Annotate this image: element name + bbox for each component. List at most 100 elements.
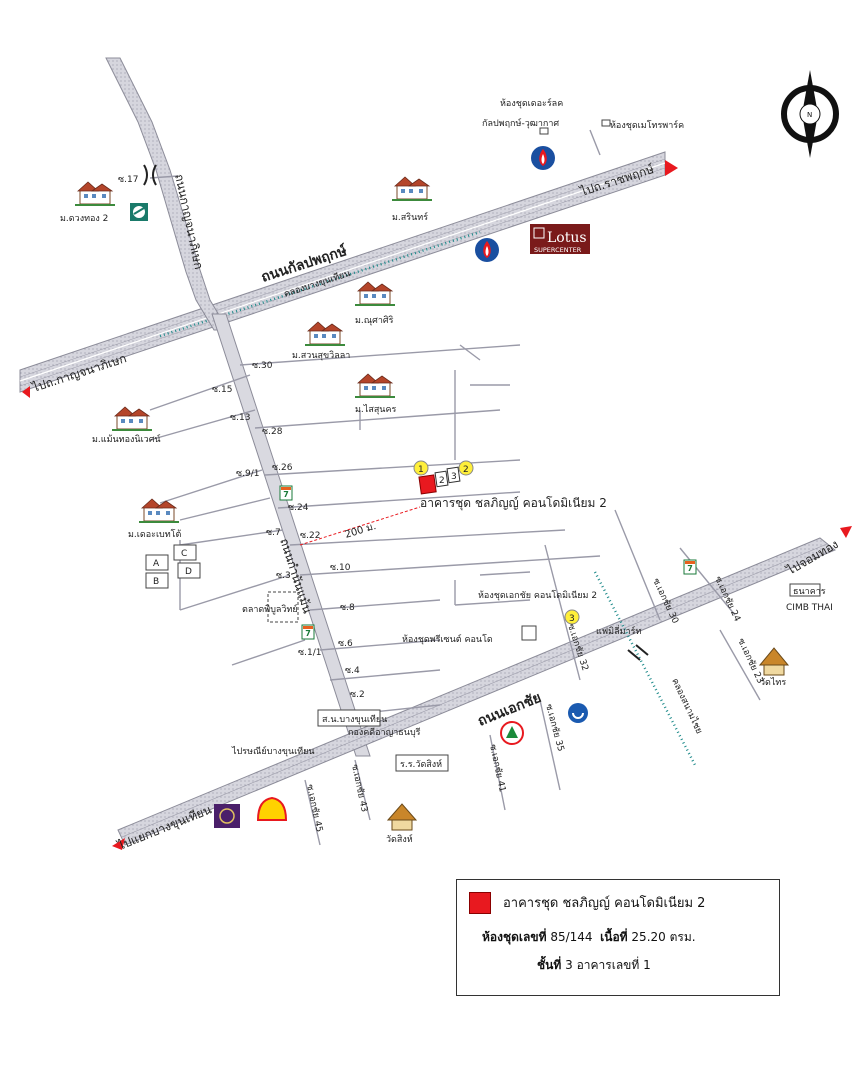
building-number: 3 [451,472,457,482]
temple-icon [758,647,790,676]
svg-text:N: N [807,111,812,119]
shell-icon [256,796,288,821]
seven-eleven-icon [279,485,293,501]
marker-badges: 1 2 3 [413,460,580,625]
road-kanchanaphisek [105,57,229,331]
office-label: กองคดีอาญาธนบุรี [348,727,421,738]
condo-label: ห้องชุดเดอะร์ลค [500,97,563,109]
krungthai-icon [568,703,588,723]
soi-label: ซ.26 [272,463,293,473]
ptt-icon [475,238,499,262]
bank-box [789,583,821,597]
road-kamnanman [211,313,371,757]
soi-label: ซ.เอกชัย 45 [304,784,324,834]
svg-text:D: D [185,567,192,577]
svg-text:3: 3 [569,614,575,624]
village-labels: ม.ดวงทอง 2 ม.สรินทร์ ม.ณุศาศิริ ม.สวนสุข… [60,211,428,540]
soi-label: ซ.8 [340,603,355,613]
house-icon [354,373,396,399]
soi-label: ซ.7 [266,528,281,538]
soi-label: ซ.30 [252,361,273,371]
soi-label: ซ.15 [212,385,232,395]
svg-text:SUPERCENTER: SUPERCENTER [534,246,582,254]
village-label: ม.สรินทร์ [392,211,428,223]
school-label: ร.ร.วัดสิงห์ [400,758,442,770]
scb-icon [214,804,240,828]
village-label: ม.ดวงทอง 2 [60,214,108,224]
soi-label: ซ.เอกชัย 41 [487,744,507,794]
legend-title: อาคารชุด ชลภิญญ์ คอนโดมิเนียม 2 [503,896,706,911]
svg-text:C: C [181,549,187,559]
soi-label: ซ.6 [338,639,353,649]
seven-eleven-icon [301,624,315,640]
market-box [267,591,299,623]
svg-text:2: 2 [463,465,469,475]
village-label: ม.สวนสุขวิลลา [292,350,350,361]
direction-arrows [22,160,852,850]
soi-label: ซ.เอกชัย 43 [349,764,369,814]
soi-label: ซ.22 [300,531,320,541]
soi-label: ซ.28 [262,427,283,437]
temple-label: วัดไทร [760,677,786,688]
kbank-icon [500,721,524,745]
soi-label: ซ.13 [230,413,250,423]
lotus-logo: Lotus SUPERCENTER [530,224,590,254]
compass-icon: N [781,70,839,158]
condo-marker [539,127,549,135]
condo-label: ห้องชุดเมโทรพาร์ค [610,119,684,131]
house-icon [304,321,346,347]
legend-floor: ชั้นที่ 3 อาคารเลขที่ 1 [537,958,651,972]
police-box [317,709,381,727]
soi-label: ซ.17 [118,175,138,185]
svg-text:1: 1 [418,465,424,475]
condo-marker [601,119,611,127]
condo-label: ห้องชุดเอกชัย คอนโดมิเนียม 2 [478,590,597,601]
temple-icon [386,803,418,831]
condo-label: กัลปพฤกษ์-วุฒากาศ [482,117,559,129]
canal-ekachai [593,571,697,766]
house-icon [138,498,180,524]
soi-label: ซ.10 [330,563,351,573]
village-label: ม.แม้นทองนิเวศน์ [92,433,161,445]
bank-label: ธนาคาร [793,587,826,597]
village-label: ม.เดอะเบทโต้ [128,529,182,540]
building-number: 2 [439,476,445,486]
canal-label-2: คลองสนามไชย [669,677,704,736]
condo-marker [521,625,537,641]
house-icon [354,281,396,307]
school-box [395,754,449,772]
distance-label: 200 ม. [344,521,378,541]
soi-network [149,129,761,846]
road-kalapaphruek [19,151,666,393]
svg-text:B: B [153,577,159,587]
legend: อาคารชุด ชลภิญญ์ คอนโดมิเนียม 2 ห้องชุดเ… [456,879,780,996]
condo-label: ห้องชุดพรีเซนต์ คอนโด [402,633,493,645]
village-label: ม.ณุศาศิริ [355,315,394,326]
house-icon [391,176,433,202]
bank-label: CIMB THAI [786,603,833,613]
blocks: A B C D [145,544,201,589]
police-label: ส.น.บางขุนเทียน [322,714,387,725]
temple-label: วัดสิงห์ [386,833,413,845]
soi-label: ซ.24 [288,503,309,513]
bridge-icon [143,164,649,661]
house-icon [111,406,153,432]
soi-label: ซ.2 [350,690,365,700]
soi-label: ซ.1/1 [298,648,321,658]
house-icon [74,181,116,207]
svg-text:Lotus: Lotus [547,230,587,246]
village-label: ม.ไสสุนคร [355,404,396,415]
road-ekachai [117,537,836,846]
bank-icon [130,203,148,221]
seven-eleven-icon [683,559,697,575]
family-mart-label: แฟมิลี่มาร์ท [596,624,641,637]
svg-text:A: A [153,559,160,569]
post-label: ไปรษณีย์บางขุนเทียน [231,745,315,757]
legend-swatch [469,892,491,914]
soi-label: ซ.9/1 [236,469,259,479]
soi-label: ซ.4 [345,666,360,676]
target-label: อาคารชุด ชลภิญญ์ คอนโดมิเนียม 2 [420,496,607,511]
target-building: 2 3 [418,466,461,495]
legend-room: ห้องชุดเลขที่ 85/144 เนื้อที่ 25.20 ตรม. [482,930,696,944]
